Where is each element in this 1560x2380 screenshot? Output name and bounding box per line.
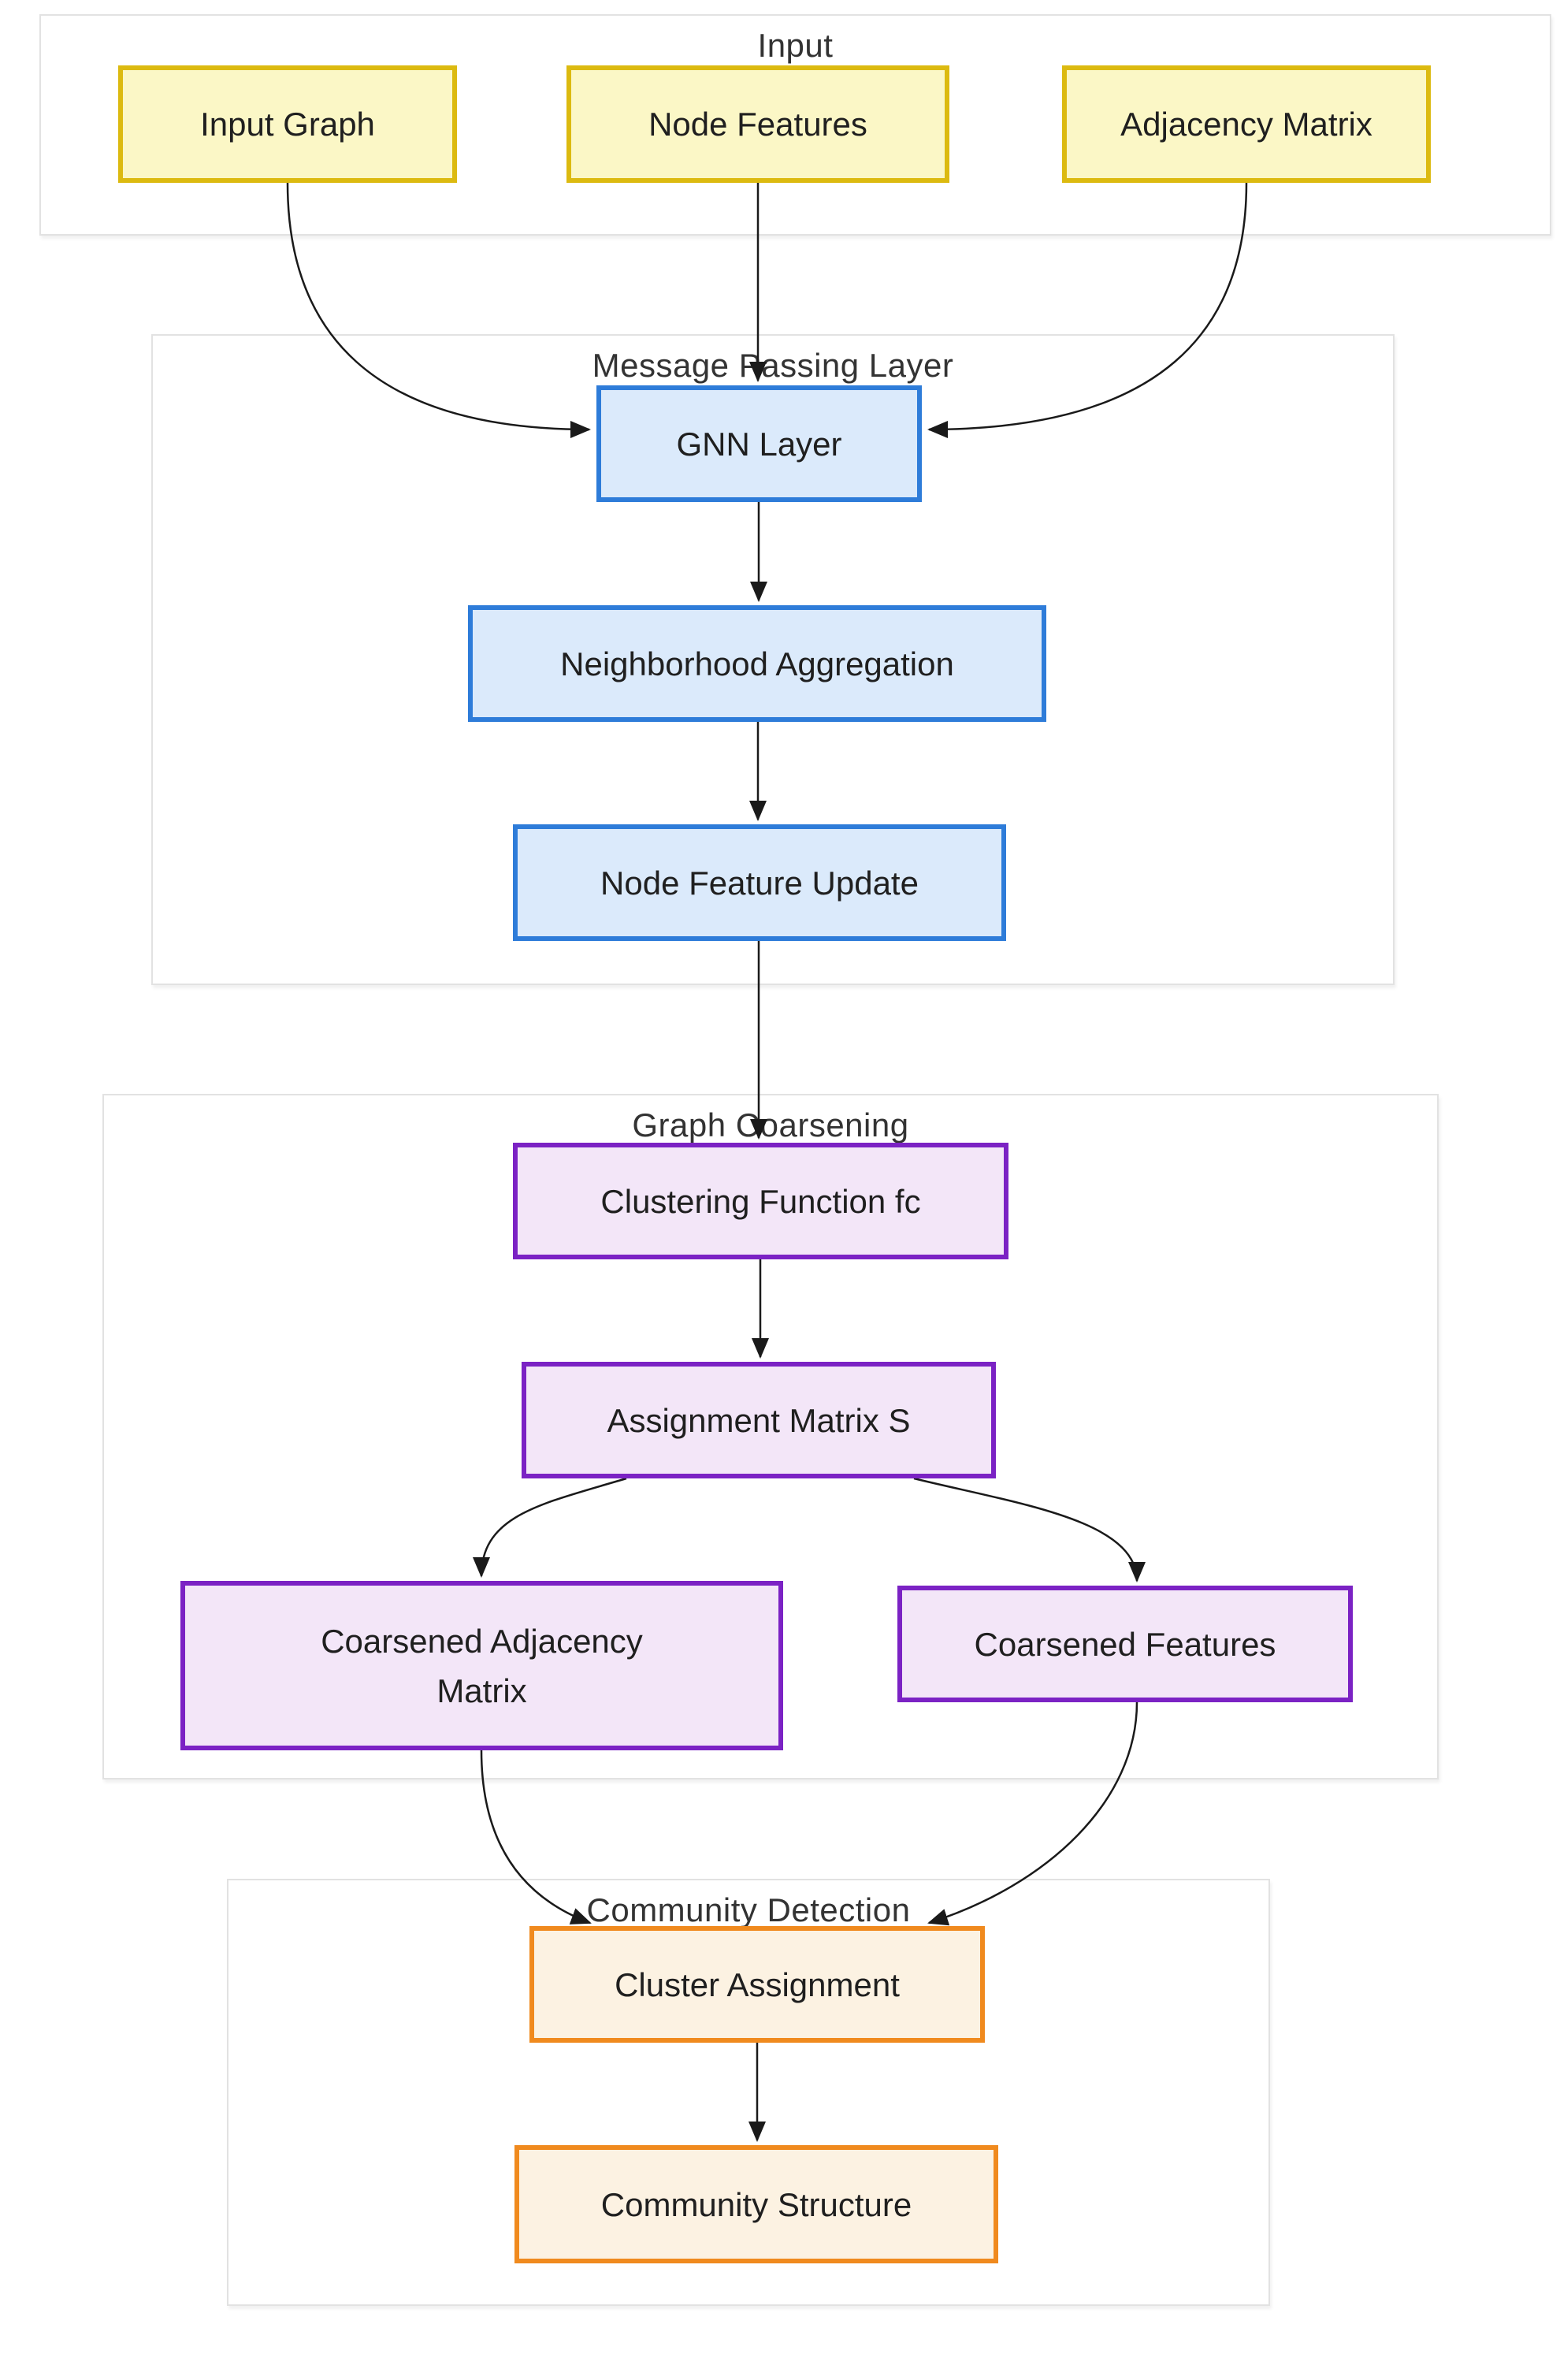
node-label: GNN Layer <box>676 425 842 463</box>
node-adjacency-matrix: Adjacency Matrix <box>1062 65 1431 183</box>
node-gnn-layer: GNN Layer <box>596 385 922 502</box>
node-label: Community Structure <box>600 2185 912 2223</box>
node-label: Node Feature Update <box>600 864 919 902</box>
container-graph-coarsening-title: Graph Coarsening <box>632 1106 909 1144</box>
node-label: Input Graph <box>200 106 375 143</box>
node-assignment-matrix: Assignment Matrix S <box>522 1362 996 1478</box>
node-node-features: Node Features <box>566 65 949 183</box>
node-coarsened-features: Coarsened Features <box>897 1586 1353 1702</box>
node-clustering-function: Clustering Function fc <box>513 1143 1008 1259</box>
node-label: Neighborhood Aggregation <box>560 645 954 682</box>
node-label: Clustering Function fc <box>600 1182 921 1220</box>
node-community-structure: Community Structure <box>514 2145 998 2263</box>
node-label: Assignment Matrix S <box>607 1401 911 1439</box>
node-label: Cluster Assignment <box>615 1965 900 2003</box>
container-input-title: Input <box>757 27 834 64</box>
node-neighborhood-aggregation: Neighborhood Aggregation <box>468 605 1046 722</box>
node-label: Coarsened Features <box>974 1625 1276 1663</box>
node-cluster-assignment: Cluster Assignment <box>529 1926 985 2043</box>
node-node-feature-update: Node Feature Update <box>513 824 1006 941</box>
node-label: Node Features <box>648 106 867 143</box>
node-coarsened-adjacency-matrix: Coarsened Adjacency Matrix <box>180 1581 783 1750</box>
node-label: Coarsened Adjacency Matrix <box>321 1622 643 1709</box>
node-label: Adjacency Matrix <box>1120 106 1372 143</box>
container-message-passing-layer-title: Message Passing Layer <box>592 347 954 384</box>
container-community-detection-title: Community Detection <box>586 1891 911 1928</box>
node-input-graph: Input Graph <box>118 65 457 183</box>
